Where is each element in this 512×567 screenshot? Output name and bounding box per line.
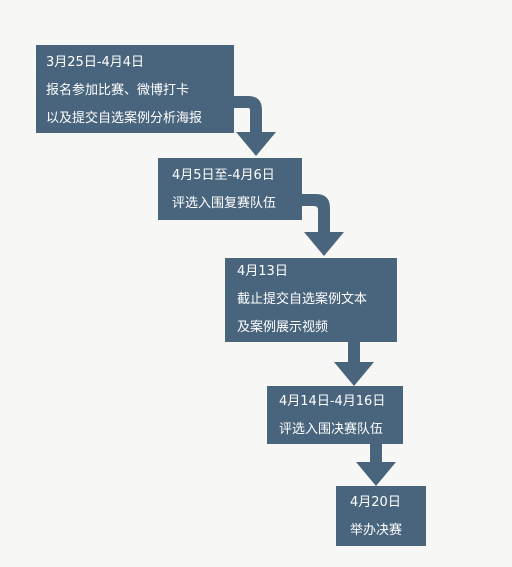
connector-arrow — [334, 342, 374, 386]
step-text: 评选入围复赛队伍 — [172, 196, 277, 211]
step-text: 截止提交自选案例文本 — [237, 292, 368, 307]
step-text: 举办决赛 — [350, 523, 403, 538]
connector-arrow — [356, 444, 396, 486]
step-box-5: 4月20日 举办决赛 — [336, 486, 426, 546]
step-text: 及案例展示视频 — [237, 320, 329, 335]
step-date: 4月20日 — [350, 495, 401, 510]
step-text: 报名参加比赛、微博打卡 — [46, 83, 190, 98]
step-date: 4月5日至-4月6日 — [172, 168, 275, 183]
step-box-1: 3月25日-4月4日 报名参加比赛、微博打卡 以及提交自选案例分析海报 — [36, 45, 234, 133]
connector-arrow — [302, 194, 344, 256]
step-box-3: 4月13日 截止提交自选案例文本 及案例展示视频 — [225, 258, 397, 342]
step-date: 4月14日-4月16日 — [279, 394, 386, 409]
step-text: 评选入围决赛队伍 — [279, 422, 384, 437]
step-box-2: 4月5日至-4月6日 评选入围复赛队伍 — [158, 158, 302, 220]
step-box-4: 4月14日-4月16日 评选入围决赛队伍 — [267, 386, 403, 444]
step-date: 4月13日 — [237, 264, 288, 279]
step-text: 以及提交自选案例分析海报 — [46, 111, 203, 126]
step-date: 3月25日-4月4日 — [46, 55, 145, 70]
connector-arrow — [234, 96, 276, 156]
